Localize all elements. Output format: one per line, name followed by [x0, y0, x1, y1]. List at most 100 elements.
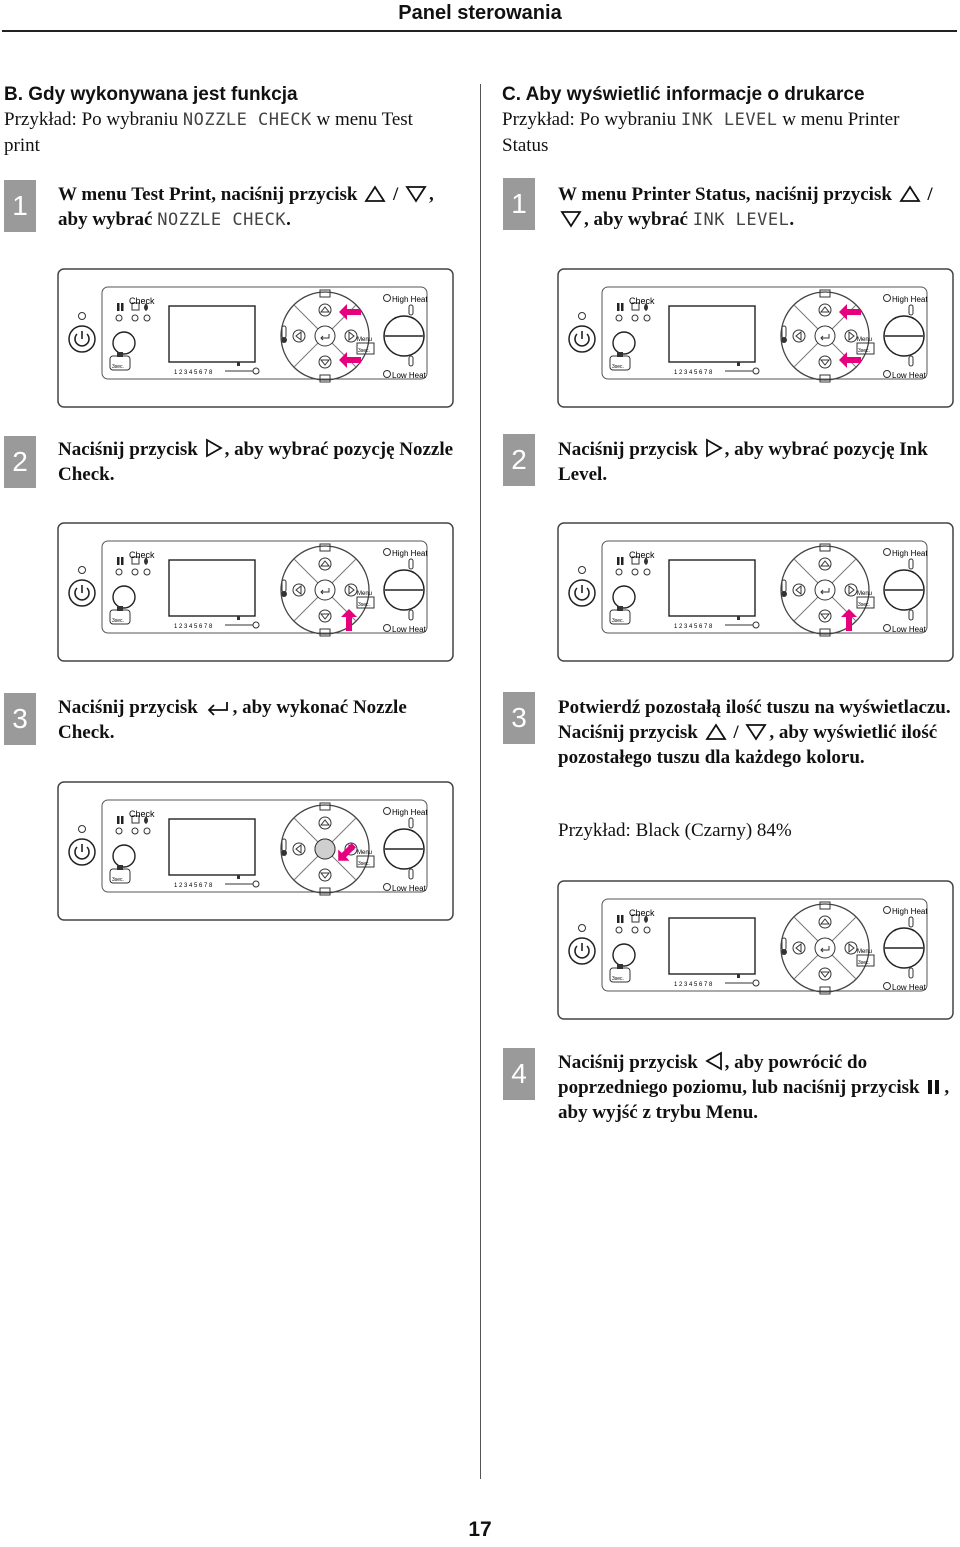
slot-numbers: 1 2 3 4 5 6 7 8	[174, 883, 213, 889]
enter-icon	[207, 702, 228, 716]
control-panel-diagram: Check High Heat Low Heat Menu 3sec. 3sec…	[57, 268, 454, 408]
intro-text: w menu Test print	[4, 109, 413, 156]
step-text-part: , aby wybrać	[584, 209, 693, 230]
check-label: Check	[629, 908, 655, 918]
step-text-part: .	[286, 209, 291, 230]
three-sec-label: 3sec.	[612, 364, 624, 370]
control-panel-illustration: Check High Heat Low Heat Menu 3sec. 3sec…	[557, 268, 954, 408]
three-sec-label: 3sec.	[112, 618, 124, 624]
step-text-part: /	[388, 184, 403, 205]
step-badge: 1	[503, 178, 535, 230]
step-badge: 3	[503, 692, 535, 744]
step-badge: 2	[503, 434, 535, 486]
triangle-up-icon	[704, 723, 727, 740]
step-badge: 4	[503, 1048, 535, 1100]
section-intro-b: Przykład: Po wybraniu NOZZLE CHECK w men…	[4, 107, 424, 158]
step-text: Naciśnij przycisk , aby powrócić do popr…	[558, 1050, 956, 1125]
triangle-right-icon	[205, 438, 223, 458]
slot-numbers: 1 2 3 4 5 6 7 8	[674, 370, 713, 376]
step-badge: 3	[4, 693, 36, 745]
check-label: Check	[129, 296, 155, 306]
three-sec-label: 3sec.	[858, 960, 870, 966]
slot-numbers: 1 2 3 4 5 6 7 8	[674, 982, 713, 988]
triangle-left-icon	[704, 1051, 722, 1071]
control-panel-illustration: Check High Heat Low Heat Menu 3sec. 3sec…	[57, 781, 454, 921]
triangle-up-icon	[899, 185, 921, 202]
check-label: Check	[629, 550, 655, 560]
intro-text: Przykład: Po wybraniu	[4, 109, 183, 130]
control-panel-illustration: Check High Heat Low Heat Menu 3sec. 3sec…	[557, 880, 954, 1020]
three-sec-label: 3sec.	[858, 348, 870, 354]
high-heat-label: High Heat	[392, 808, 428, 817]
low-heat-label: Low Heat	[892, 371, 927, 380]
step-code: INK LEVEL	[692, 210, 790, 230]
high-heat-label: High Heat	[392, 295, 428, 304]
three-sec-label: 3sec.	[358, 348, 370, 354]
example-text: Przykład: Black (Czarny) 84%	[558, 820, 792, 841]
control-panel-diagram: Check High Heat Low Heat Menu 3sec. 3sec…	[557, 268, 954, 408]
menu-label: Menu	[357, 337, 372, 343]
step-badge: 1	[4, 180, 36, 232]
step-text-part: Naciśnij przycisk	[58, 697, 203, 718]
high-heat-label: High Heat	[392, 549, 428, 558]
low-heat-label: Low Heat	[392, 884, 427, 893]
step-text-part: , aby wyświetlić ilość pozostałego tuszu…	[558, 722, 938, 768]
step-text: Potwierdź pozostałą ilość tuszu na wyświ…	[558, 695, 956, 770]
step-text-part: W menu Printer Status, naciśnij przycisk	[558, 184, 897, 205]
intro-code: NOZZLE CHECK	[182, 110, 312, 130]
control-panel-diagram: Check High Heat Low Heat Menu 3sec. 3sec…	[57, 781, 454, 921]
intro-text: w menu Printer Status	[502, 109, 900, 156]
control-panel-diagram: Check High Heat Low Heat Menu 3sec. 3sec…	[57, 522, 454, 662]
step-code: NOZZLE CHECK	[157, 210, 287, 230]
step-text-part: /	[728, 722, 744, 743]
menu-label: Menu	[357, 591, 372, 597]
low-heat-label: Low Heat	[892, 625, 927, 634]
menu-label: Menu	[857, 337, 872, 343]
three-sec-label: 3sec.	[612, 618, 624, 624]
step-text: Naciśnij przycisk , aby wykonać Nozzle C…	[58, 695, 463, 745]
step-text-part: , aby wybrać pozycję Nozzle Check.	[58, 439, 454, 485]
step-text: W menu Printer Status, naciśnij przycisk…	[558, 182, 953, 233]
menu-label: Menu	[857, 949, 872, 955]
page-header-title: Panel sterowania	[398, 2, 562, 24]
step-text-part: Naciśnij przycisk	[58, 439, 203, 460]
pause-icon	[928, 1080, 940, 1094]
intro-code: INK LEVEL	[680, 110, 778, 130]
control-panel-diagram: Check High Heat Low Heat Menu 3sec. 3sec…	[557, 880, 954, 1020]
three-sec-label: 3sec.	[858, 602, 870, 608]
control-panel-illustration: Check High Heat Low Heat Menu 3sec. 3sec…	[57, 522, 454, 662]
slot-numbers: 1 2 3 4 5 6 7 8	[174, 370, 213, 376]
check-label: Check	[129, 809, 155, 819]
step-text-part: , aby wykonać Nozzle Check.	[58, 697, 407, 743]
triangle-up-icon	[364, 185, 386, 202]
triangle-right-icon	[705, 438, 723, 458]
low-heat-label: Low Heat	[392, 371, 427, 380]
high-heat-label: High Heat	[892, 549, 928, 558]
three-sec-label: 3sec.	[612, 976, 624, 982]
menu-label: Menu	[357, 850, 372, 856]
page-number: 17	[468, 1518, 492, 1541]
step-text: Naciśnij przycisk , aby wybrać pozycję I…	[558, 437, 953, 487]
header-rule	[2, 30, 957, 32]
control-panel-illustration: Check High Heat Low Heat Menu 3sec. 3sec…	[557, 522, 954, 662]
three-sec-label: 3sec.	[112, 877, 124, 883]
low-heat-label: Low Heat	[392, 625, 427, 634]
triangle-down-icon	[745, 724, 768, 741]
step-text-part: .	[789, 209, 795, 230]
step-text-part: , aby wybrać	[58, 184, 434, 230]
three-sec-label: 3sec.	[358, 602, 370, 608]
high-heat-label: High Heat	[892, 295, 928, 304]
slot-numbers: 1 2 3 4 5 6 7 8	[674, 624, 713, 630]
slot-numbers: 1 2 3 4 5 6 7 8	[174, 624, 213, 630]
menu-label: Menu	[857, 591, 872, 597]
step-text-part: , aby wybrać pozycję Ink Level.	[558, 439, 928, 485]
step-text-part: , aby wyjść z trybu Menu.	[558, 1077, 950, 1123]
check-label: Check	[629, 296, 655, 306]
step-text-part: /	[922, 184, 933, 205]
step-text-part: Naciśnij przycisk	[558, 439, 703, 460]
high-heat-label: High Heat	[892, 907, 928, 916]
triangle-down-icon	[560, 211, 582, 228]
column-divider	[480, 84, 481, 1479]
three-sec-label: 3sec.	[112, 364, 124, 370]
section-heading-b: B. Gdy wykonywana jest funkcja	[4, 84, 298, 105]
